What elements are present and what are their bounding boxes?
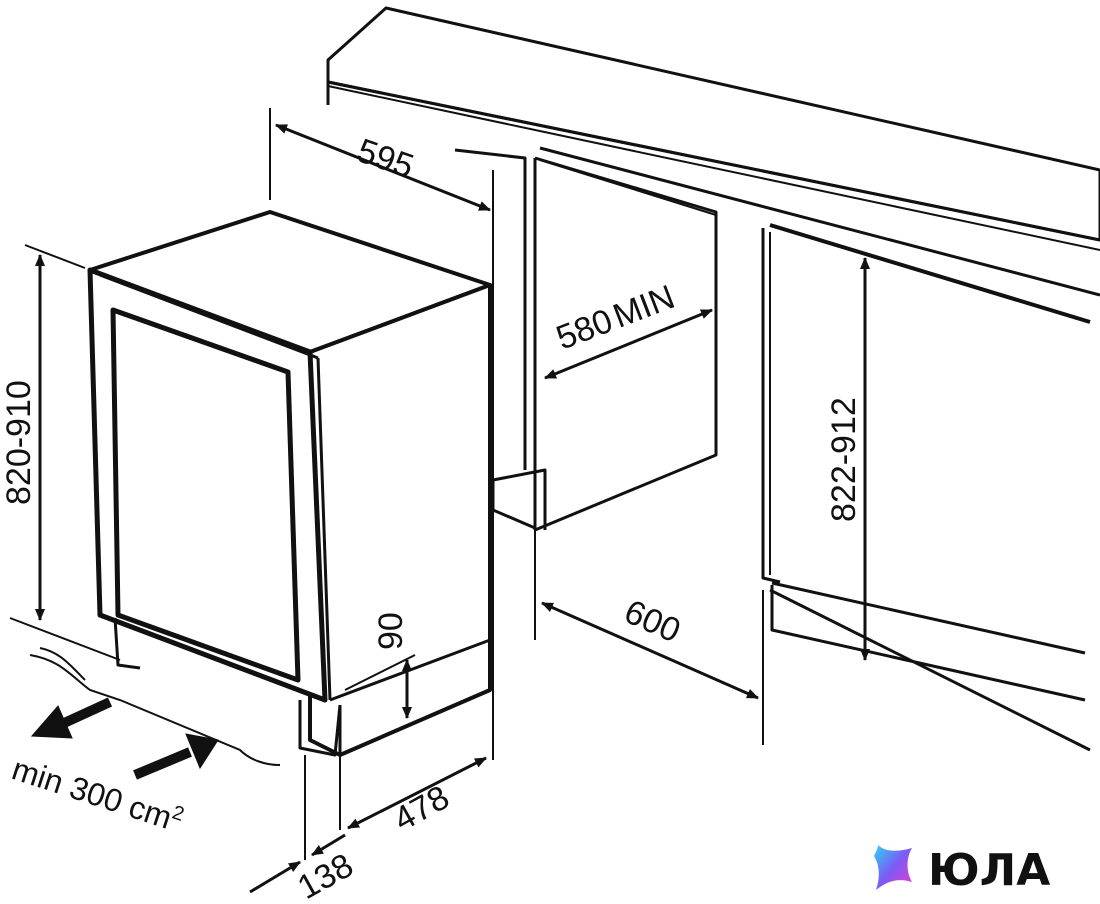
yula-logo-text: ЮЛА [928, 845, 1050, 896]
dim-line-595 [275, 123, 491, 212]
label-niche-depth: 580MIN [551, 278, 680, 358]
air-out-arrow-icon [30, 697, 113, 739]
ventilation-arrows [30, 697, 219, 780]
air-in-arrow-icon [133, 733, 219, 780]
label-depth: 478 [387, 778, 455, 839]
dim-line-580 [544, 308, 713, 380]
yula-logo: ЮЛА [874, 845, 1050, 896]
label-height-range: 820-910 [0, 380, 38, 505]
label-niche-height-range: 822-912 [825, 397, 863, 522]
dim-line-138 [249, 860, 301, 894]
extension-lines [24, 108, 764, 860]
label-offset: 138 [291, 846, 359, 904]
label-plinth-height: 90 [372, 612, 410, 650]
appliance [87, 210, 492, 757]
worktop [326, 6, 1100, 324]
dimension-lines [35, 123, 870, 894]
floor-line [9, 617, 281, 766]
dim-line-600 [541, 601, 759, 700]
right-cabinet [761, 228, 1091, 752]
label-width: 595 [352, 132, 418, 186]
dim-line-478 [347, 756, 487, 830]
cabinet-niche [454, 148, 718, 532]
yula-logo-icon [874, 845, 912, 890]
